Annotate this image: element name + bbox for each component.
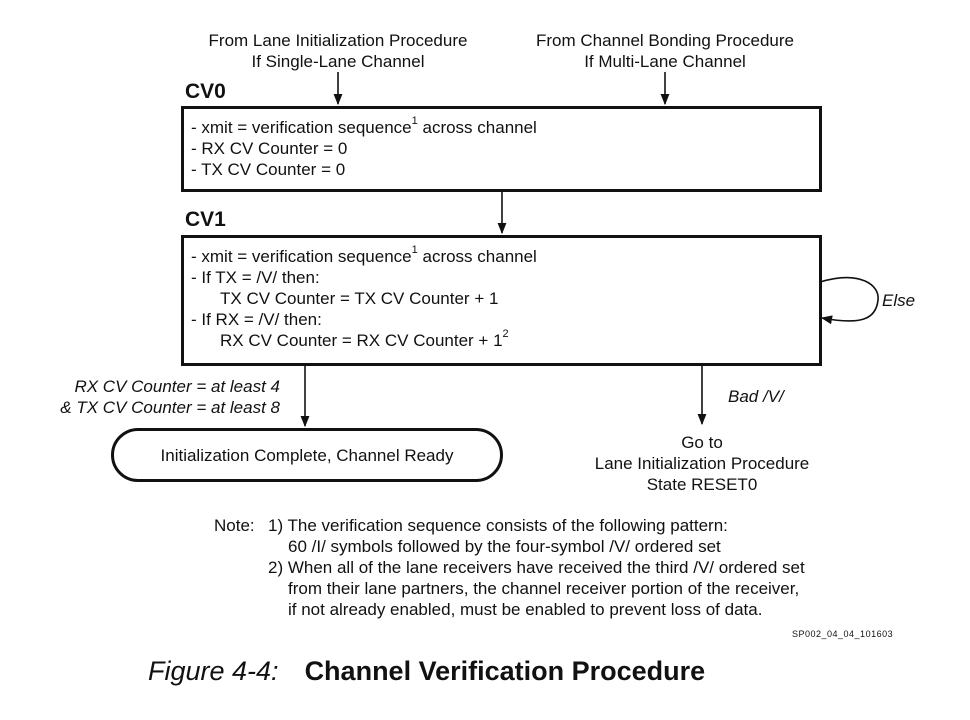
goto-line2: Lane Initialization Procedure xyxy=(594,454,810,473)
note-2-line2: from their lane partners, the channel re… xyxy=(288,579,800,598)
goto-reset-text: Go to Lane Initialization Procedure Stat… xyxy=(552,432,852,495)
note-2-line1: 2) When all of the lane receivers have r… xyxy=(268,558,805,577)
initialization-complete-text: Initialization Complete, Channel Ready xyxy=(160,445,454,465)
cv1-line-tx-increment: TX CV Counter = TX CV Counter + 1 xyxy=(220,289,499,308)
cv0-state-box: - xmit = verification sequence1 across c… xyxy=(181,106,822,192)
complete-condition-line2: & TX CV Counter = at least 8 xyxy=(60,398,280,417)
right-entry-line1: From Channel Bonding Procedure xyxy=(536,31,794,50)
else-loop-arrow xyxy=(819,276,879,325)
note-1-line1: 1) The verification sequence consists of… xyxy=(268,516,728,535)
goto-line1: Go to xyxy=(681,433,723,452)
note-1: 1) The verification sequence consists of… xyxy=(268,515,805,620)
goto-line3: State RESET0 xyxy=(646,475,758,494)
figure-caption: Figure 4-4: Channel Verification Procedur… xyxy=(148,656,705,687)
complete-condition-line1: RX CV Counter = at least 4 xyxy=(74,377,280,396)
left-entry-line2: If Single-Lane Channel xyxy=(251,52,425,71)
bad-v-label: Bad /V/ xyxy=(728,387,784,406)
cv0-label: CV0 xyxy=(185,80,226,103)
note-prefix: Note: xyxy=(214,516,255,535)
cv1-label: CV1 xyxy=(185,208,226,231)
figure-title: Channel Verification Procedure xyxy=(304,656,706,686)
cv1-state-box: - xmit = verification sequence1 across c… xyxy=(181,235,822,366)
cv0-line-tx: - TX CV Counter = 0 xyxy=(191,160,346,179)
cv1-line-rx-increment: RX CV Counter = RX CV Counter + 12 xyxy=(220,328,509,350)
left-entry-text: From Lane Initialization Procedure If Si… xyxy=(188,30,488,72)
note-2-line3: if not already enabled, must be enabled … xyxy=(288,600,763,619)
cv0-line-xmit: - xmit = verification sequence1 across c… xyxy=(191,115,537,137)
cv1-line-if-tx: - If TX = /V/ then: xyxy=(191,268,320,287)
complete-condition: RX CV Counter = at least 4 & TX CV Count… xyxy=(28,376,280,418)
cv1-line-if-rx: - If RX = /V/ then: xyxy=(191,310,322,329)
right-entry-line2: If Multi-Lane Channel xyxy=(584,52,746,71)
right-entry-text: From Channel Bonding Procedure If Multi-… xyxy=(515,30,815,72)
initialization-complete-terminal: Initialization Complete, Channel Ready xyxy=(111,428,503,482)
cv1-line-xmit: - xmit = verification sequence1 across c… xyxy=(191,244,537,266)
else-label: Else xyxy=(882,291,916,310)
figure-code: SP002_04_04_101603 xyxy=(792,629,894,639)
cv0-line-rx: - RX CV Counter = 0 xyxy=(191,139,348,158)
note-1-line2: 60 /I/ symbols followed by the four-symb… xyxy=(288,537,721,556)
figure-number: Figure 4-4: xyxy=(148,656,279,686)
left-entry-line1: From Lane Initialization Procedure xyxy=(208,31,468,50)
